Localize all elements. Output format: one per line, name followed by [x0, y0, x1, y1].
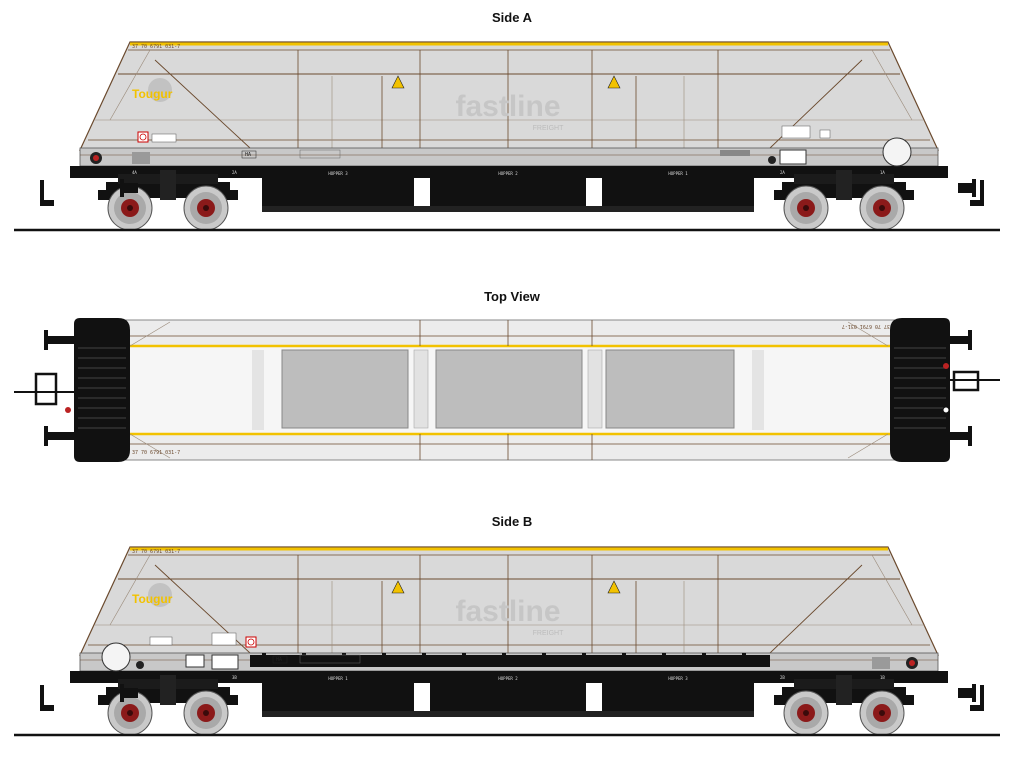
axle-label: 2B [780, 675, 785, 680]
wagon-number-b: 37 70 6791 031-7 [132, 549, 180, 555]
operator-logo-a: Tougur [132, 87, 173, 101]
ha-label-b: HA [276, 657, 282, 663]
hopper-label: HOPPER 3 [668, 676, 688, 681]
fastline-logo-a: fastline [455, 90, 560, 123]
operator-logo-b: Tougur [132, 592, 173, 606]
end-label: 4A [132, 170, 137, 175]
ha-label-a: HA [245, 152, 251, 158]
end-label: 1A [880, 170, 885, 175]
end-label: 1B [880, 675, 885, 680]
hopper-label: HOPPER 2 [498, 171, 518, 176]
axle-label: 2A [232, 170, 237, 175]
side-b-wagon: fastline FREIGHT Tougur 37 70 6791 031-7… [14, 547, 1000, 735]
fastline-logo-b: fastline [455, 595, 560, 628]
wagon-number-top-flipped: 37 70 6791 031-7 [842, 323, 890, 329]
hopper-label: HOPPER 1 [668, 171, 688, 176]
wagon-number-a: 37 70 6791 031-7 [132, 44, 180, 50]
fastline-sub-a: FREIGHT [533, 125, 564, 132]
side-b-title: Side B [491, 514, 533, 529]
fastline-sub-b: FREIGHT [533, 630, 564, 637]
axle-label: 2A [780, 170, 785, 175]
hopper-label: HOPPER 3 [328, 171, 348, 176]
side-a-title: Side A [492, 10, 532, 25]
wagon-number-top: 37 70 6791 031-7 [132, 450, 180, 456]
end-label: 3B [232, 675, 237, 680]
top-view-title: Top View [484, 289, 540, 304]
hopper-label: HOPPER 1 [328, 676, 348, 681]
hopper-label: HOPPER 2 [498, 676, 518, 681]
side-a-wagon: fastline FREIGHT Tougur 37 70 6791 031-7… [14, 42, 1000, 230]
top-view-wagon: 37 70 6791 031-7 37 70 6791 031-7 [14, 318, 1000, 462]
